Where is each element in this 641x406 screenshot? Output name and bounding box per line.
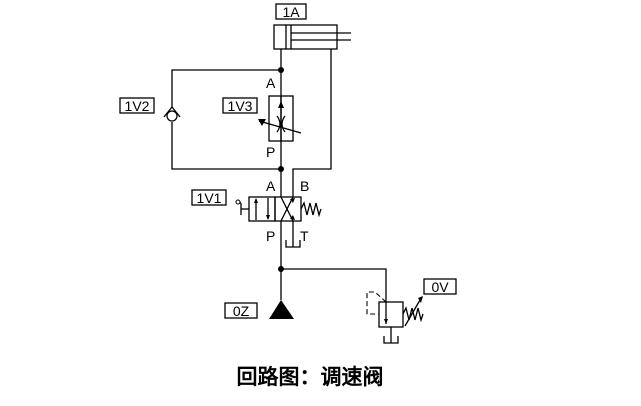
tank-symbol-1v1 xyxy=(285,240,301,248)
tag-box-1v2 xyxy=(119,97,155,114)
tag-1v2: 1V2 xyxy=(125,98,150,114)
cylinder-body xyxy=(273,24,338,50)
port-label-p-1v3: P xyxy=(266,144,275,160)
diagram-caption: 回路图：调速阀 xyxy=(237,364,384,389)
tag-0z: 0Z xyxy=(233,303,250,319)
left-arrow-down xyxy=(266,215,270,220)
line-bypass-top xyxy=(171,69,281,108)
flow-control-valve-1v3: 1V3 A P xyxy=(222,75,302,160)
tag-box-1v3 xyxy=(222,97,258,114)
spring-adjust-arrow xyxy=(404,299,421,327)
relief-spring xyxy=(402,306,424,323)
left-arrow-up xyxy=(254,198,258,203)
junction-top xyxy=(278,67,284,73)
tag-1a: 1A xyxy=(282,4,300,20)
check-valve-1v2: 1V2 xyxy=(119,97,181,122)
right-arrow-2 xyxy=(290,215,295,220)
spring-adjust-head xyxy=(418,296,423,303)
pipelines xyxy=(171,49,387,302)
junction-pump xyxy=(278,266,284,272)
relief-valve-0v: 0V xyxy=(366,278,457,344)
port-label-b-1v1: B xyxy=(300,178,309,194)
tag-box-0z xyxy=(224,302,258,319)
relief-valve-body xyxy=(378,301,404,328)
line-rod-to-v1b xyxy=(292,49,332,197)
right-cross-2 xyxy=(280,196,294,222)
pump-0z: 0Z xyxy=(224,300,294,319)
tag-box-1a xyxy=(275,3,307,20)
lever-knob xyxy=(235,199,241,205)
relief-arrow xyxy=(384,319,388,324)
check-ball xyxy=(166,110,178,122)
throttle-left xyxy=(276,115,281,133)
flow-arrow xyxy=(278,101,284,108)
throttle-right xyxy=(281,115,286,133)
port-label-t-1v1: T xyxy=(300,228,309,244)
right-arrow-1 xyxy=(290,198,295,203)
line-to-relief xyxy=(281,268,387,302)
spring-return xyxy=(300,201,322,218)
port-label-a-1v3: A xyxy=(266,75,276,91)
tank-symbol-0v xyxy=(383,336,399,344)
pilot-line xyxy=(366,291,387,315)
port-label-a-1v1: A xyxy=(266,178,276,194)
directional-valve-1v1: 1V1 A B P T xyxy=(191,178,322,248)
pressure-source-icon xyxy=(269,300,294,319)
tag-box-1v1 xyxy=(191,189,227,206)
valve-position-left xyxy=(248,196,276,222)
port-label-p-1v1: P xyxy=(266,228,275,244)
tag-box-0v xyxy=(423,278,457,295)
line-bypass-bottom xyxy=(171,122,281,170)
cylinder-1a: 1A xyxy=(273,3,351,50)
tag-1v3: 1V3 xyxy=(228,98,253,114)
adjust-arrow xyxy=(258,120,302,134)
tag-1v1: 1V1 xyxy=(197,190,222,206)
tag-0v: 0V xyxy=(431,279,449,295)
check-seat xyxy=(163,105,181,118)
adjust-arrow-head xyxy=(258,119,266,126)
valve-position-right xyxy=(274,196,302,222)
junction-bottom xyxy=(278,166,284,172)
